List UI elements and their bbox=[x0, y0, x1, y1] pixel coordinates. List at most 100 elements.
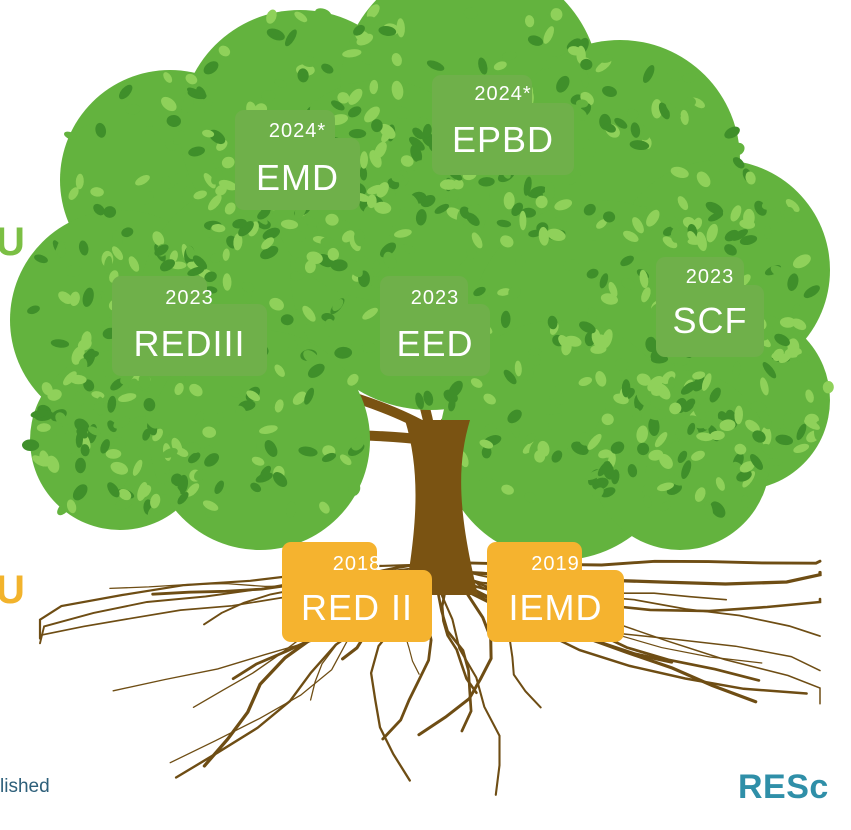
leaf bbox=[157, 460, 170, 475]
leaf bbox=[32, 455, 48, 467]
leaf bbox=[119, 84, 133, 100]
label-year: 2018 bbox=[332, 553, 382, 575]
leaf bbox=[719, 419, 736, 432]
leaf bbox=[246, 390, 261, 402]
leaf bbox=[524, 492, 537, 503]
leaf bbox=[186, 483, 200, 497]
leaf bbox=[166, 114, 181, 128]
leaf bbox=[615, 358, 629, 371]
leaf bbox=[630, 122, 641, 138]
leaf bbox=[314, 8, 332, 20]
leaf bbox=[479, 439, 494, 449]
leaf bbox=[668, 216, 680, 230]
leaf bbox=[434, 203, 450, 214]
leaf bbox=[741, 495, 750, 509]
leaf bbox=[118, 488, 132, 501]
leaf bbox=[205, 286, 218, 294]
leaf bbox=[415, 209, 427, 226]
leaf bbox=[574, 108, 588, 121]
leaf bbox=[645, 408, 665, 421]
leaf bbox=[600, 487, 616, 498]
leaf bbox=[56, 241, 66, 258]
leaf bbox=[759, 411, 772, 430]
leaf bbox=[164, 481, 181, 496]
leaf bbox=[629, 140, 650, 151]
leaf bbox=[298, 446, 318, 457]
leaf bbox=[262, 227, 281, 240]
leaf bbox=[657, 482, 674, 492]
leaf bbox=[719, 164, 732, 177]
leaf bbox=[22, 439, 40, 452]
leaf bbox=[770, 265, 786, 277]
leaf bbox=[602, 461, 615, 480]
leaf bbox=[353, 24, 365, 36]
label-year: 2023 bbox=[410, 287, 460, 309]
leaf bbox=[547, 228, 566, 241]
label-epbd: 2024* EPBD bbox=[432, 75, 574, 175]
leaf bbox=[69, 291, 80, 307]
leaf bbox=[547, 315, 558, 330]
leaf bbox=[210, 252, 223, 263]
label-year: 2024* bbox=[474, 83, 532, 105]
leaf bbox=[556, 75, 570, 93]
leaf bbox=[279, 386, 292, 404]
leaf bbox=[422, 123, 432, 139]
leaf bbox=[783, 412, 795, 430]
leaf bbox=[192, 255, 208, 270]
leaf bbox=[415, 392, 425, 410]
leaf bbox=[787, 338, 800, 355]
leaf bbox=[80, 444, 90, 457]
label-rediii: 2023 REDIII bbox=[112, 276, 267, 376]
leaf bbox=[376, 182, 389, 198]
leaf bbox=[213, 155, 226, 169]
leaf bbox=[211, 223, 226, 233]
leaf bbox=[82, 287, 94, 307]
leaf bbox=[163, 72, 173, 83]
leaf bbox=[64, 131, 77, 140]
leaf bbox=[709, 154, 721, 173]
leaf bbox=[297, 68, 309, 83]
leaf bbox=[83, 350, 99, 359]
leaf bbox=[481, 446, 492, 459]
leaf bbox=[483, 423, 498, 433]
leaf bbox=[547, 413, 562, 430]
root-strand bbox=[431, 569, 473, 733]
leaf bbox=[636, 425, 648, 443]
leaf bbox=[410, 144, 423, 163]
leaf bbox=[235, 405, 247, 421]
leaf bbox=[731, 229, 749, 241]
leaf bbox=[595, 370, 607, 387]
leaf bbox=[63, 371, 77, 386]
leaf bbox=[551, 450, 563, 463]
leaf bbox=[409, 136, 425, 151]
leaf bbox=[105, 448, 122, 459]
label-emd: 2024* EMD bbox=[235, 110, 360, 210]
leaf bbox=[334, 346, 353, 359]
leaf bbox=[519, 210, 527, 231]
leaf bbox=[778, 352, 792, 364]
leaf bbox=[238, 221, 254, 237]
leaf bbox=[366, 194, 377, 209]
footnote-text: lished bbox=[0, 776, 50, 797]
leaf bbox=[250, 482, 262, 493]
leaf bbox=[563, 259, 579, 271]
leaf bbox=[543, 26, 555, 44]
leaf bbox=[439, 179, 458, 190]
leaf bbox=[783, 207, 795, 223]
leaf bbox=[587, 433, 602, 450]
leaf bbox=[257, 208, 271, 220]
leaf bbox=[576, 99, 589, 108]
leaf bbox=[295, 256, 306, 274]
leaf bbox=[110, 461, 129, 475]
leaf bbox=[36, 423, 51, 432]
leaf bbox=[202, 229, 221, 240]
leaf bbox=[354, 229, 365, 247]
leaf bbox=[645, 336, 657, 352]
leaf bbox=[761, 443, 774, 455]
leaf bbox=[646, 209, 660, 227]
leaf bbox=[111, 246, 124, 261]
leaf bbox=[359, 49, 375, 65]
leaf bbox=[514, 360, 522, 377]
leaf bbox=[468, 204, 482, 215]
